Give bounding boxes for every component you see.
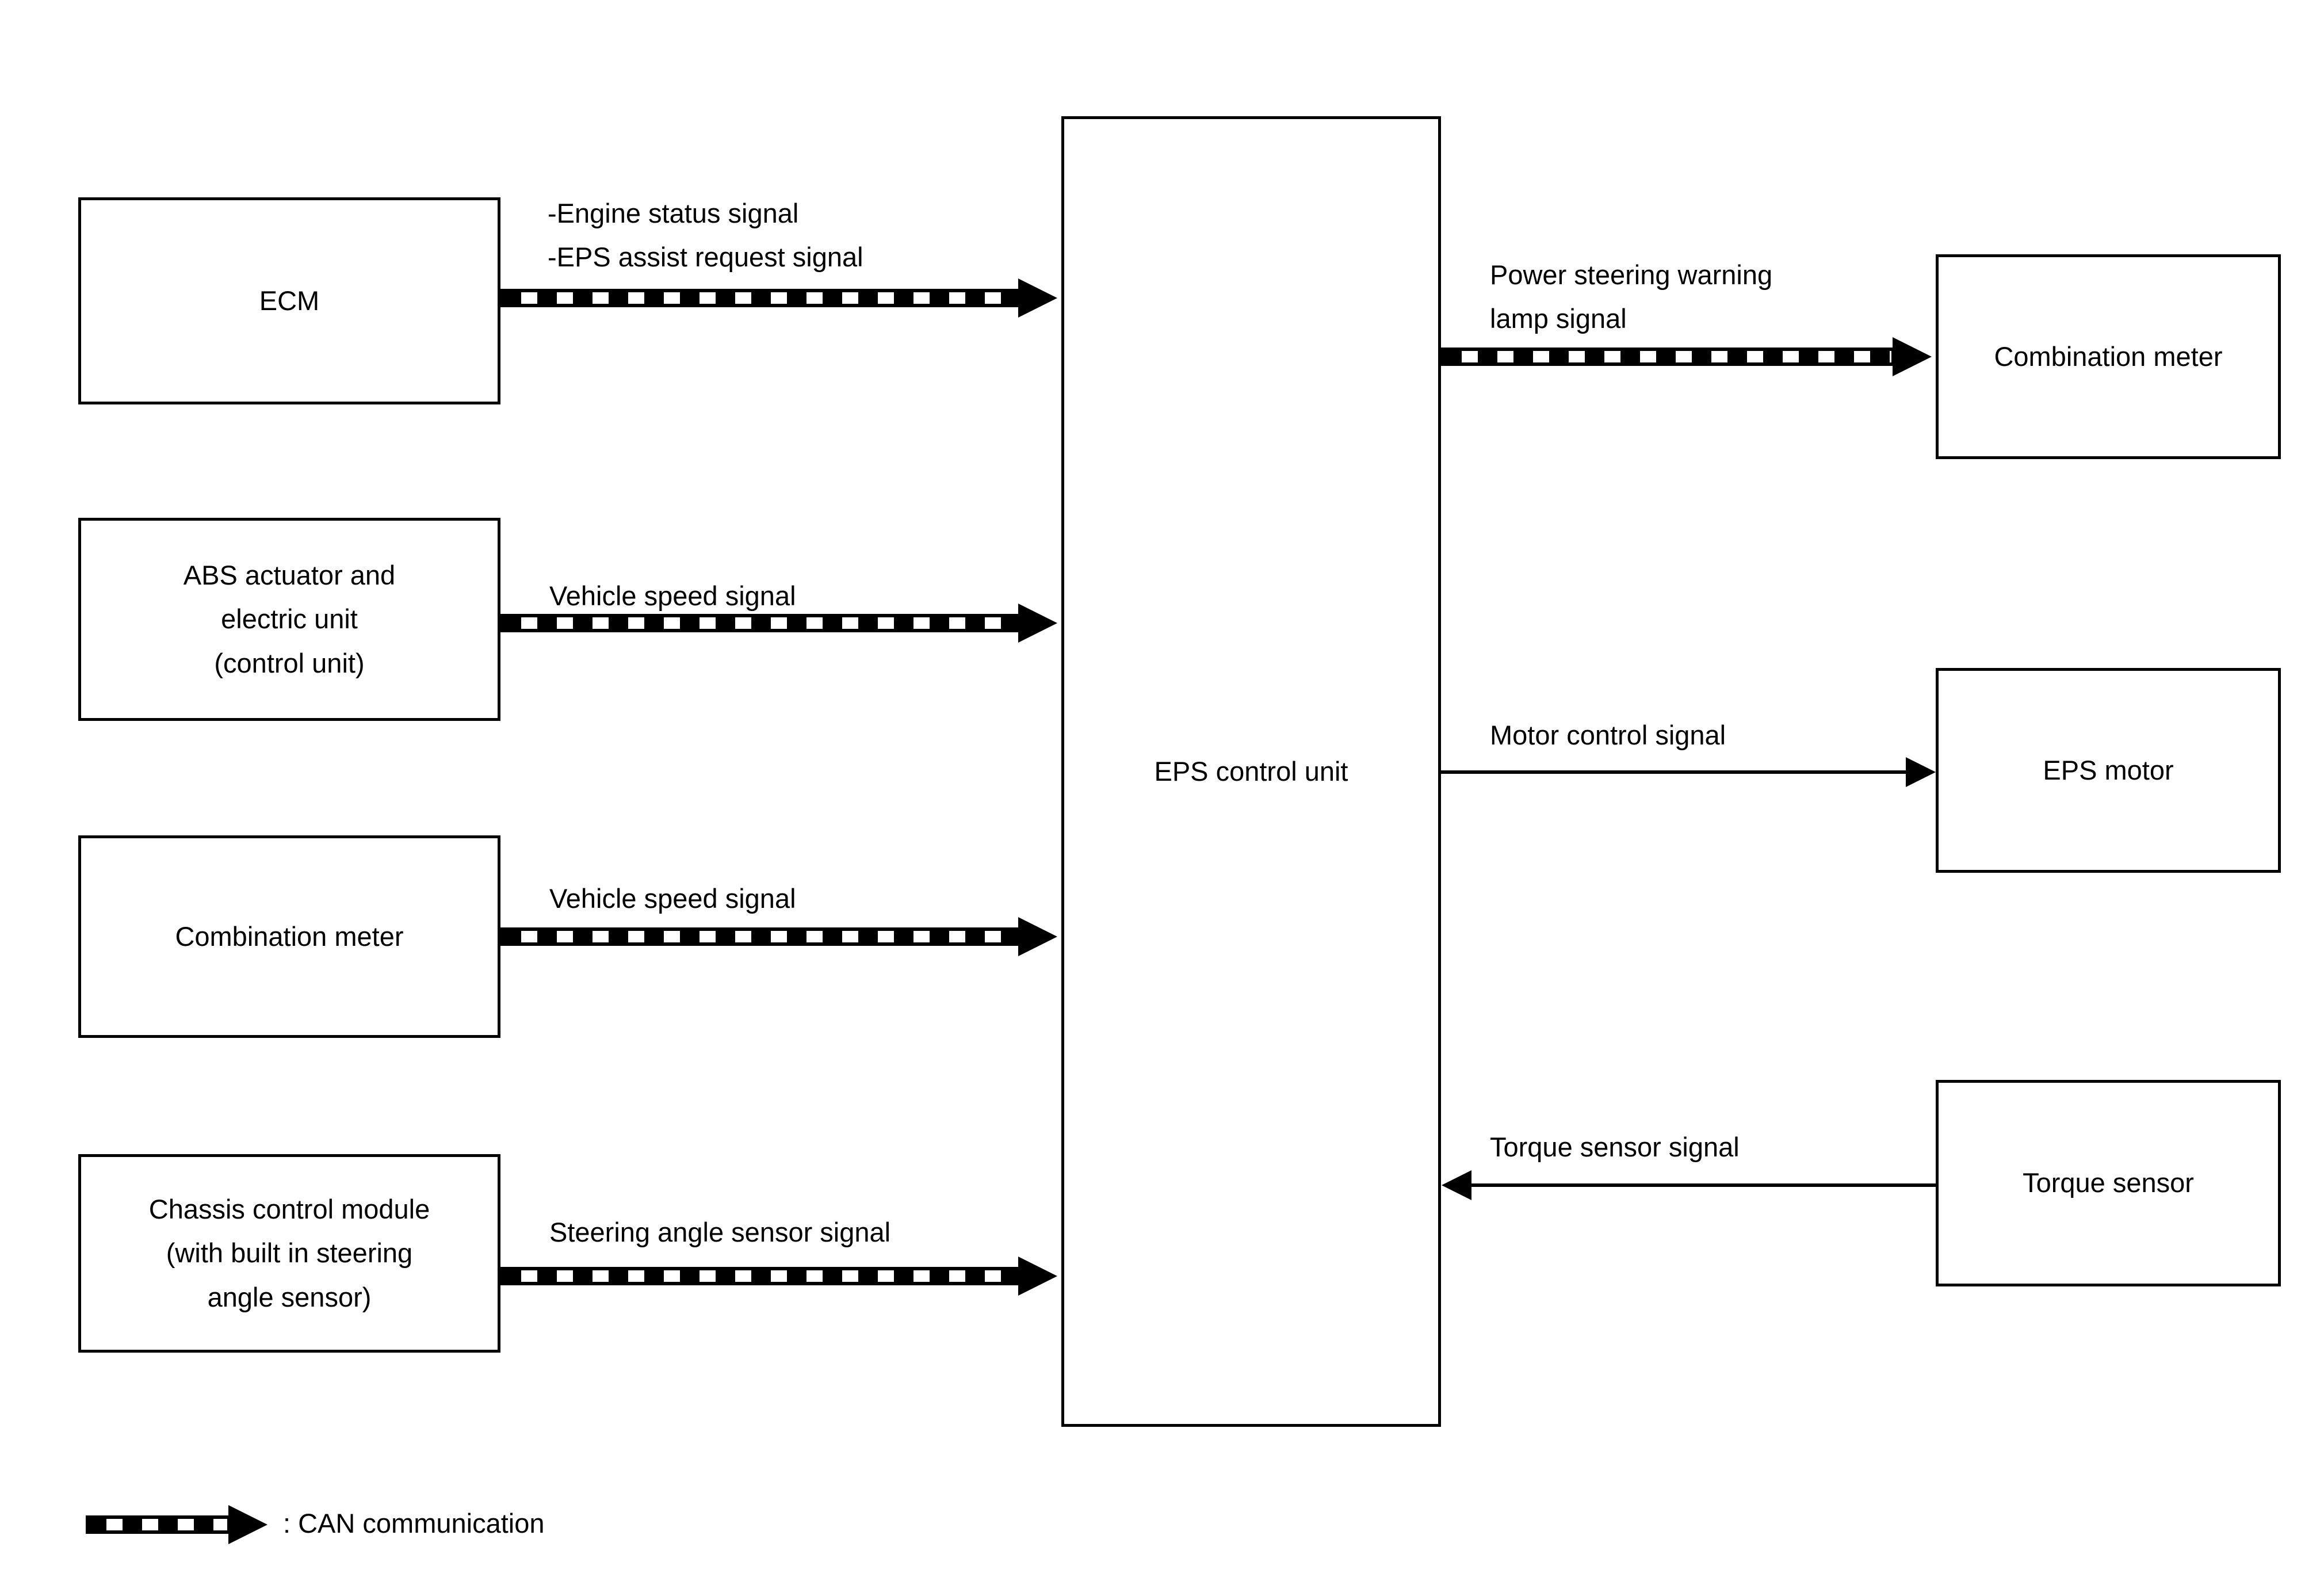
node-combination-meter-left: Combination meter bbox=[78, 835, 500, 1038]
node-torque-sensor: Torque sensor bbox=[1936, 1080, 2281, 1286]
can-arrow-eps-to-combination-meter bbox=[1441, 348, 1893, 366]
node-combination-meter-right: Combination meter bbox=[1936, 254, 2281, 459]
legend-label: : CAN communication bbox=[283, 1508, 545, 1538]
can-arrow-abs-to-eps bbox=[500, 614, 1018, 632]
signal-label-torque-to-eps: Torque sensor signal bbox=[1490, 1132, 1740, 1162]
arrow-torque-to-eps bbox=[1471, 1183, 1936, 1187]
node-eps-control-unit-label: EPS control unit bbox=[1154, 755, 1348, 786]
node-eps-motor-label: EPS motor bbox=[2043, 754, 2174, 785]
signal-label-eps-to-combination-meter: Power steering warning lamp signal bbox=[1490, 259, 1773, 334]
arrow-eps-to-motor bbox=[1441, 770, 1906, 774]
node-chassis-control-module-label: Chassis control module (with built in st… bbox=[148, 1194, 430, 1312]
can-arrow-chassis-to-eps bbox=[500, 1267, 1018, 1285]
signal-label-eps-to-motor: Motor control signal bbox=[1490, 720, 1726, 750]
can-arrow-ecm-to-eps bbox=[500, 289, 1018, 307]
node-eps-control-unit: EPS control unit bbox=[1061, 116, 1441, 1427]
node-abs-actuator-label: ABS actuator and electric unit (control … bbox=[183, 560, 396, 678]
signal-label-ecm-to-eps: -Engine status signal -EPS assist reques… bbox=[548, 198, 863, 273]
node-abs-actuator: ABS actuator and electric unit (control … bbox=[78, 518, 500, 721]
node-eps-motor: EPS motor bbox=[1936, 668, 2281, 873]
signal-label-combination-meter-to-eps: Vehicle speed signal bbox=[549, 883, 796, 914]
signal-label-chassis-to-eps: Steering angle sensor signal bbox=[549, 1217, 891, 1247]
node-torque-sensor-label: Torque sensor bbox=[2023, 1167, 2194, 1198]
legend-can-arrow-icon bbox=[86, 1515, 228, 1534]
can-arrow-combination-meter-to-eps bbox=[500, 927, 1018, 946]
node-combination-meter-right-label: Combination meter bbox=[1994, 341, 2223, 372]
node-combination-meter-left-label: Combination meter bbox=[175, 921, 404, 952]
node-chassis-control-module: Chassis control module (with built in st… bbox=[78, 1154, 500, 1353]
signal-label-abs-to-eps: Vehicle speed signal bbox=[549, 581, 796, 611]
node-ecm-label: ECM bbox=[259, 285, 320, 316]
node-ecm: ECM bbox=[78, 197, 500, 404]
